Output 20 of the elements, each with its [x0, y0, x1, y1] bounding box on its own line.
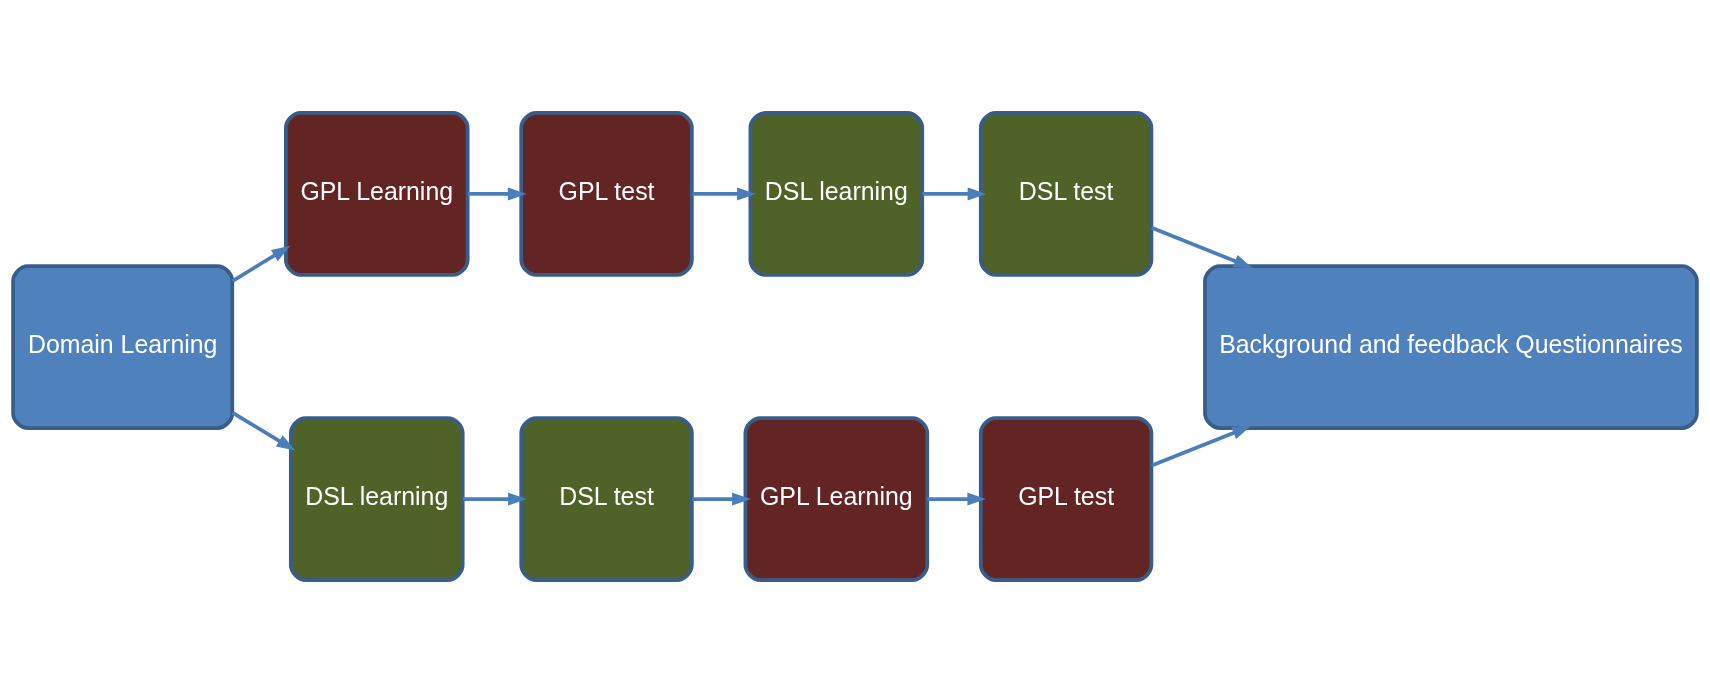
arrow: [231, 245, 291, 283]
arrow: [1151, 426, 1252, 468]
node-box: DSL test: [978, 111, 1154, 277]
arrow: [927, 492, 987, 506]
node-box: Background and feedback Questionnaires: [1203, 264, 1699, 430]
node-box: GPL Learning: [283, 111, 470, 277]
arrow: [231, 411, 296, 451]
node-box: DSL learning: [288, 416, 465, 582]
arrow: [922, 187, 987, 201]
arrow: [467, 187, 527, 201]
arrow: [692, 492, 751, 506]
node-box: GPL Learning: [743, 416, 930, 582]
node-box: GPL test: [519, 111, 694, 277]
node-box: Domain Learning: [11, 264, 235, 430]
node-box: DSL test: [519, 416, 694, 582]
node-box: DSL learning: [748, 111, 925, 277]
arrow: [1151, 226, 1253, 269]
arrow: [692, 187, 756, 201]
arrow: [462, 492, 527, 506]
node-box: GPL test: [978, 416, 1154, 582]
